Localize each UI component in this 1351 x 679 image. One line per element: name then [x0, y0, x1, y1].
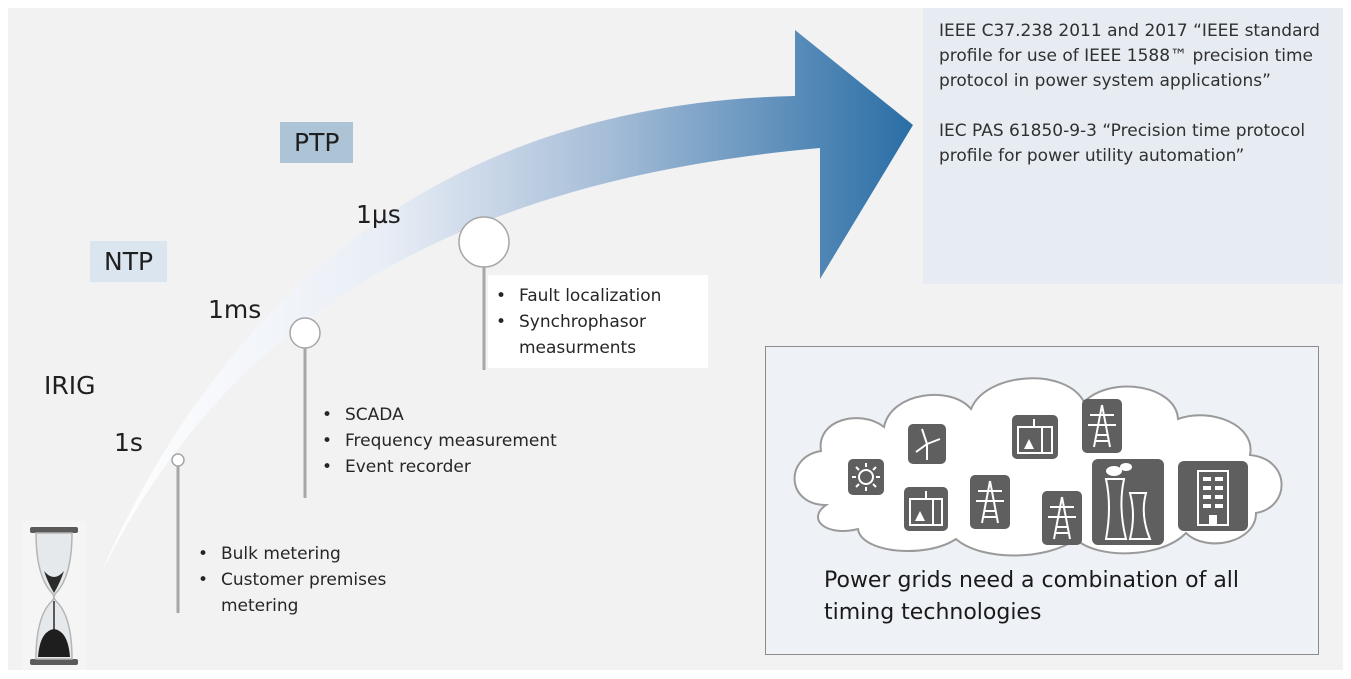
applications-milliseconds-list: SCADA Frequency measurement Event record…	[318, 402, 598, 480]
timing-evolution-arrow	[100, 30, 913, 613]
list-item: Synchrophasor measurments	[492, 309, 708, 361]
applications-microseconds-list: Fault localization Synchrophasor measurm…	[488, 275, 708, 368]
list-item: Customer premises metering	[194, 567, 404, 619]
marker-1s	[171, 453, 185, 467]
list-item: Frequency measurement	[318, 428, 598, 454]
grid-illustration	[793, 377, 1283, 557]
list-item: SCADA	[318, 402, 598, 428]
tech-label-ntp: NTP	[90, 241, 168, 282]
office-building-icon	[1178, 461, 1248, 531]
marker-1us	[458, 216, 510, 268]
tech-label-ptp: PTP	[280, 122, 354, 163]
standards-box: IEEE C37.238 2011 and 2017 “IEEE standar…	[923, 8, 1343, 284]
tech-label-irig: IRIG	[44, 371, 96, 400]
power-tower-icon	[1082, 399, 1122, 453]
applications-seconds-list: Bulk metering Customer premises metering	[194, 541, 404, 619]
wind-turbine-icon	[908, 424, 946, 464]
level-1s: 1s	[114, 428, 143, 457]
standard-iec-61850-9-3: IEC PAS 61850-9-3 “Precision time protoc…	[939, 121, 1306, 166]
power-tower-icon	[1042, 491, 1082, 545]
list-item: Event recorder	[318, 454, 598, 480]
substation-icon	[904, 487, 948, 531]
slide: IRIG NTP PTP 1s 1ms 1µs Bulk metering Cu…	[8, 8, 1343, 670]
level-1ms: 1ms	[208, 295, 262, 324]
standard-ieee-c37-238: IEEE C37.238 2011 and 2017 “IEEE standar…	[939, 21, 1320, 91]
power-grid-box: Power grids need a combination of all ti…	[765, 346, 1319, 655]
grid-caption: Power grids need a combination of all ti…	[824, 568, 1240, 625]
hourglass-icon	[22, 521, 86, 670]
power-tower-icon	[970, 475, 1010, 529]
substation-icon	[1012, 415, 1058, 459]
sun-icon	[848, 459, 884, 495]
level-1us: 1µs	[356, 200, 401, 229]
power-plant-icon	[1092, 459, 1164, 545]
list-item: Bulk metering	[194, 541, 404, 567]
marker-1ms	[289, 317, 321, 349]
list-item: Fault localization	[492, 283, 708, 309]
arrow-body	[100, 30, 913, 575]
